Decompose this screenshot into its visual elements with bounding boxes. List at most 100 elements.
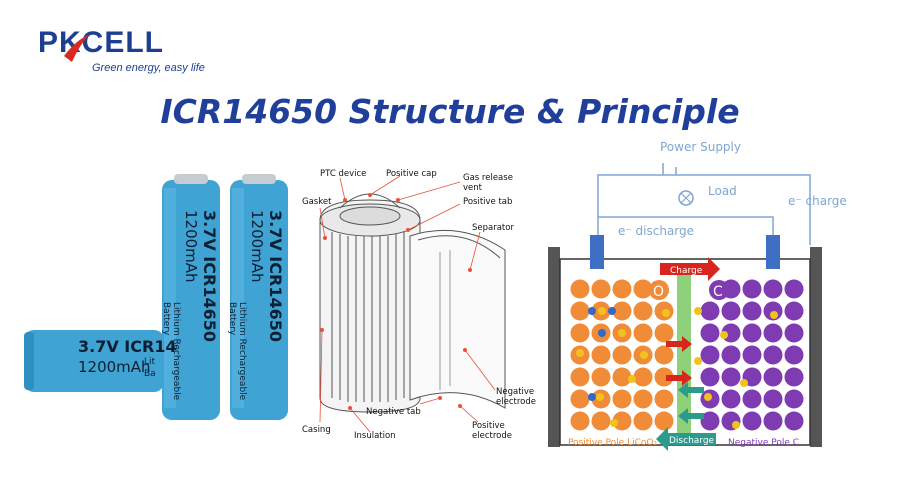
anode-particle bbox=[721, 367, 741, 387]
label-gas-vent-1: Gas release bbox=[463, 173, 513, 183]
brand-tagline: Green energy, easy life bbox=[92, 62, 205, 74]
lithium-ion bbox=[598, 307, 606, 315]
cell-cutaway bbox=[319, 193, 506, 413]
load-cross bbox=[680, 192, 692, 204]
anode-particle bbox=[721, 345, 741, 365]
label-negative-tab: Negative tab bbox=[366, 407, 421, 417]
brand-name: PKCELL bbox=[38, 26, 164, 59]
discharge-arrow-icon bbox=[656, 427, 716, 451]
discharge-label: Discharge bbox=[669, 436, 715, 446]
anode-particle bbox=[763, 323, 783, 343]
charge-label: Charge bbox=[670, 266, 703, 276]
anode-particle bbox=[700, 345, 720, 365]
label-gasket: Gasket bbox=[302, 197, 332, 207]
discharge-ion-arrow-2 bbox=[678, 382, 704, 398]
label-negative-electrode-1: Negative bbox=[496, 387, 534, 397]
lithium-ion bbox=[740, 379, 748, 387]
cathode-particle bbox=[612, 301, 632, 321]
battery-lying-line4: Ba bbox=[144, 369, 156, 379]
battery-lying-line3: Lit bbox=[144, 357, 156, 367]
cathode-particle bbox=[633, 301, 653, 321]
lithium-ion bbox=[770, 311, 778, 319]
logo-swoosh-icon bbox=[64, 34, 90, 62]
cathode-particle bbox=[591, 367, 611, 387]
label-casing: Casing bbox=[302, 425, 331, 435]
cathode-particle bbox=[612, 367, 632, 387]
battery-back-line2: 1200mAh bbox=[248, 210, 266, 283]
cathode-particle bbox=[570, 279, 590, 299]
anode-particle bbox=[763, 389, 783, 409]
battery-back-line3: Lithium Rechargeable bbox=[237, 302, 247, 401]
anode-particle bbox=[742, 323, 762, 343]
label-positive-electrode-2: electrode bbox=[472, 431, 512, 441]
battery-front-line2: 1200mAh bbox=[182, 210, 200, 283]
label-ptc: PTC device bbox=[320, 169, 366, 179]
cathode-particle bbox=[612, 411, 632, 431]
anode-particle bbox=[763, 367, 783, 387]
battery-front-line1: 3.7V ICR14650 bbox=[200, 210, 219, 342]
anode-particle bbox=[721, 301, 741, 321]
battery-front-line3: Lithium Rechargeable bbox=[171, 302, 181, 401]
anode-particle bbox=[742, 389, 762, 409]
anode-particle bbox=[742, 411, 762, 431]
cathode-particle bbox=[570, 411, 590, 431]
battery-back-line1: 3.7V ICR14650 bbox=[266, 210, 285, 342]
cathode-particle bbox=[612, 345, 632, 365]
label-gas-vent-2: vent bbox=[463, 183, 483, 193]
battery-lying-line2: 1200mAh bbox=[78, 358, 151, 376]
cathode-particle bbox=[591, 411, 611, 431]
electrode-terminal-right bbox=[766, 235, 780, 269]
negative-pole-label: Negative Pole C bbox=[728, 438, 799, 448]
cathode-particle bbox=[570, 301, 590, 321]
label-positive-tab: Positive tab bbox=[463, 197, 512, 207]
blue-ion bbox=[598, 329, 606, 337]
cathode-particle bbox=[633, 367, 653, 387]
cathode-particle bbox=[654, 345, 674, 365]
charge-arrow-icon bbox=[660, 257, 720, 281]
cathode-particle bbox=[633, 323, 653, 343]
cathode-particle bbox=[570, 323, 590, 343]
lithium-ion bbox=[662, 309, 670, 317]
anode-particle bbox=[784, 367, 804, 387]
principle-diagram: Power Supply Load e⁻ charge e⁻ discharge… bbox=[548, 140, 847, 451]
anode-particle bbox=[700, 411, 720, 431]
lithium-ion bbox=[694, 357, 702, 365]
anode-particle bbox=[784, 411, 804, 431]
anode-particle bbox=[700, 301, 720, 321]
blue-ion bbox=[588, 307, 596, 315]
power-supply-label: Power Supply bbox=[660, 140, 741, 154]
anode-particle bbox=[763, 345, 783, 365]
label-negative-electrode-2: electrode bbox=[496, 397, 536, 407]
cell-structure-diagram: PTC device Positive cap Gas release vent… bbox=[302, 169, 536, 441]
anode-particle bbox=[784, 301, 804, 321]
battery-lying-line1: 3.7V ICR14 bbox=[78, 337, 177, 356]
cathode-particle bbox=[570, 367, 590, 387]
lithium-ion bbox=[628, 375, 636, 383]
anode-particle bbox=[763, 411, 783, 431]
battery-back-line4: Battery bbox=[227, 302, 237, 336]
e-charge-label: e⁻ charge bbox=[788, 194, 847, 208]
lithium-ions bbox=[576, 307, 778, 429]
anode-particle bbox=[784, 279, 804, 299]
charge-ion-arrow-2 bbox=[666, 370, 692, 386]
brand-logo: PKCELL bbox=[38, 26, 164, 60]
lithium-ion bbox=[610, 419, 618, 427]
anode-particle bbox=[784, 345, 804, 365]
blue-ion bbox=[608, 307, 616, 315]
electrode-terminal-left bbox=[590, 235, 604, 269]
label-separator: Separator bbox=[472, 223, 514, 233]
load-label: Load bbox=[708, 184, 737, 198]
cathode-particle bbox=[591, 345, 611, 365]
cathode-particle bbox=[654, 411, 674, 431]
cathode-particle bbox=[654, 389, 674, 409]
blue-ion bbox=[588, 393, 596, 401]
cathode-particle bbox=[633, 411, 653, 431]
cathode-particle bbox=[654, 367, 674, 387]
positive-pole-label: Positive Pole LiCoO₂ bbox=[568, 438, 657, 448]
anode-particle bbox=[721, 389, 741, 409]
lithium-ion bbox=[596, 393, 604, 401]
battery-front-line4: Battery bbox=[161, 302, 171, 336]
cathode-particle bbox=[570, 389, 590, 409]
cathode-particle bbox=[654, 323, 674, 343]
label-insulation: Insulation bbox=[354, 431, 396, 441]
